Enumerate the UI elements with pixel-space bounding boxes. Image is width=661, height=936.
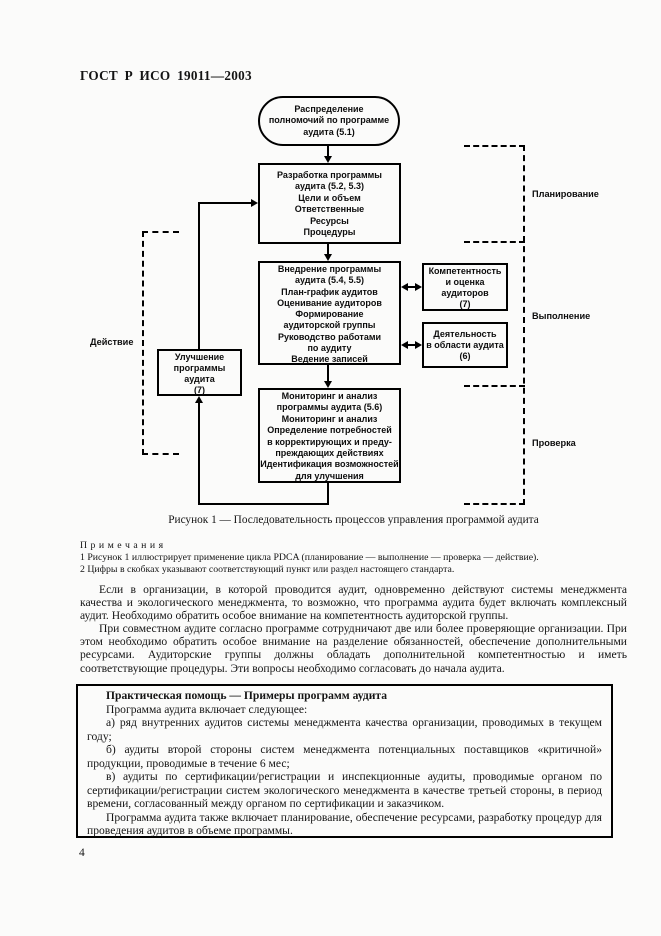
arrow-right-icon (415, 282, 422, 291)
box-item: Идентификация возможностей (260, 459, 399, 470)
note-item: 2 Цифры в скобках указывают соответствую… (80, 564, 455, 576)
practical-help-item: в) аудиты по сертификации/регистрации и … (87, 770, 602, 810)
flow-line (406, 344, 417, 346)
notes-heading: П р и м е ч а н и я (80, 540, 164, 551)
box-item: Ответственные (294, 204, 365, 215)
box-item: План-график аудитов (281, 286, 378, 297)
box-item: Оценивание аудиторов (277, 297, 382, 308)
box-item: Процедуры (303, 227, 356, 238)
audit-activity-box: Деятельность в области аудита (6) (422, 322, 508, 368)
box-line: аудиторов (441, 288, 489, 298)
act-bracket-line (142, 231, 144, 455)
arrow-right-icon (251, 198, 258, 207)
pdca-bracket-line (464, 503, 525, 505)
box-line: Компетентность (428, 266, 502, 276)
competence-evaluation-box: Компетентность и оценка аудиторов (7) (422, 263, 508, 311)
box-title-line: программы аудита (5.6) (276, 402, 383, 413)
phase-label-execution: Выполнение (532, 311, 591, 321)
feedback-line (198, 202, 252, 204)
box-item: Формирование (295, 309, 364, 320)
phase-label-act: Действие (90, 337, 134, 347)
flow-line (327, 146, 329, 157)
box-item: для улучшения (295, 470, 364, 481)
phase-label-check: Проверка (532, 438, 576, 448)
feedback-line (198, 503, 329, 505)
box-line: Улучшение (174, 352, 225, 362)
box-title-line: Внедрение программы (277, 264, 382, 274)
arrow-up-icon (195, 396, 203, 403)
practical-help-intro: Программа аудита включает следующее: (106, 702, 308, 716)
implement-program-box: Внедрение программы аудита (5.4, 5.5) Пл… (258, 261, 401, 365)
act-bracket-line (142, 453, 179, 455)
flow-line (327, 244, 329, 255)
practical-help-item: б) аудиты второй стороны систем менеджме… (87, 743, 602, 770)
page-header: ГОСТ Р ИСО 19011—2003 (80, 68, 252, 83)
box-item: Цели и объем (298, 192, 361, 203)
feedback-line (198, 402, 200, 505)
oval-line: полномочий по программе (268, 115, 390, 126)
arrow-left-icon (401, 282, 408, 291)
paragraph: Если в организации, в которой проводится… (80, 583, 627, 623)
improve-program-box: Улучшение программы аудита (7) (157, 349, 242, 396)
box-item: Определение потребностей (267, 425, 392, 436)
box-title-line: Мониторинг и анализ (281, 391, 378, 401)
box-item: Мониторинг и анализ (281, 413, 378, 424)
practical-help-title: Практическая помощь — Примеры программ а… (106, 689, 388, 702)
figure-1-diagram: Распределение полномочий по программе ау… (90, 96, 599, 526)
box-line: программы (173, 363, 226, 373)
arrow-left-icon (401, 340, 408, 349)
oval-line: аудита (5.1) (303, 126, 355, 137)
pdca-bracket-line (523, 145, 525, 505)
box-item: преждающих действиях (275, 448, 384, 459)
box-line: (7) (194, 385, 205, 395)
pdca-bracket-line (464, 385, 525, 387)
arrow-right-icon (415, 340, 422, 349)
box-item: Ресурсы (310, 215, 349, 226)
box-item: Руководство работами (277, 331, 382, 342)
box-title-line: аудита (5.2, 5.3) (295, 181, 364, 192)
pdca-bracket-line (464, 241, 525, 243)
box-line: Деятельность (433, 329, 497, 339)
page-number: 4 (79, 847, 85, 859)
notes-block: П р и м е ч а н и я 1 Рисунок 1 иллюстри… (80, 540, 627, 577)
develop-program-box: Разработка программы аудита (5.2, 5.3) Ц… (258, 163, 401, 244)
pdca-bracket-line (464, 145, 525, 147)
box-line: в области аудита (426, 340, 504, 350)
box-title-line: Разработка программы (277, 170, 382, 180)
body-text: Если в организации, в которой проводится… (80, 583, 627, 675)
flow-line (406, 286, 417, 288)
flow-line (327, 365, 329, 382)
act-bracket-line (142, 231, 179, 233)
box-title-line: аудита (5.4, 5.5) (295, 275, 364, 286)
arrow-down-icon (324, 381, 332, 388)
practical-help-box: Практическая помощь — Примеры программ а… (76, 684, 613, 838)
box-line: (6) (459, 351, 471, 361)
feedback-line (198, 203, 200, 349)
authority-oval-node: Распределение полномочий по программе ау… (258, 96, 400, 146)
box-line: (7) (459, 299, 471, 309)
note-item: 1 Рисунок 1 иллюстрирует применение цикл… (80, 552, 539, 564)
feedback-line (327, 483, 329, 505)
oval-line: Распределение (294, 104, 364, 114)
paragraph: При совместном аудите согласно программе… (80, 622, 627, 675)
box-item: Ведение записей (291, 354, 368, 365)
practical-help-item: а) ряд внутренних аудитов системы менедж… (87, 716, 602, 743)
arrow-down-icon (324, 254, 332, 261)
box-item: в корректирующих и преду- (267, 436, 392, 447)
figure-caption: Рисунок 1 — Последовательность процессов… (168, 514, 539, 526)
box-item: по аудиту (307, 343, 352, 354)
box-line: аудита (184, 374, 215, 384)
monitor-review-box: Мониторинг и анализ программы аудита (5.… (258, 388, 401, 483)
box-item: аудиторской группы (283, 320, 376, 331)
phase-label-planning: Планирование (532, 189, 599, 199)
arrow-down-icon (324, 156, 332, 163)
practical-help-outro: Программа аудита также включает планиров… (87, 810, 602, 838)
box-line: и оценка (445, 277, 485, 287)
